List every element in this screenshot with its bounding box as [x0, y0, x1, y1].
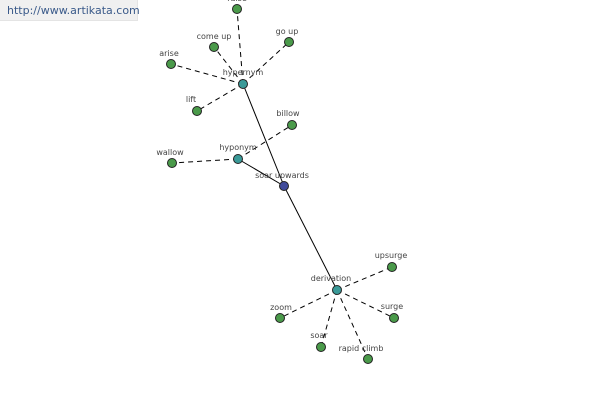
word-node-lift[interactable] — [192, 106, 202, 116]
edge-derivation-to-soar — [320, 289, 338, 348]
word-label-raise[interactable]: raise — [227, 0, 247, 3]
word-label-rapid-climb[interactable]: rapid climb — [339, 344, 384, 353]
word-node-billow[interactable] — [287, 120, 297, 130]
word-node-upsurge[interactable] — [387, 262, 397, 272]
word-node-surge[interactable] — [389, 313, 399, 323]
word-label-zoom[interactable]: zoom — [270, 303, 292, 312]
edge-derivation-to-upsurge — [336, 266, 393, 291]
edge-derivation-to-zoom — [279, 289, 338, 319]
edge-hypernym-to-arise — [170, 63, 244, 85]
word-label-come-up[interactable]: come up — [197, 32, 232, 41]
word-label-lift[interactable]: lift — [186, 95, 196, 104]
relation-label-hypernym[interactable]: hypernym — [223, 68, 264, 77]
edge-root-to-hypernym — [242, 83, 285, 187]
edge-hypernym-to-come-up — [213, 46, 244, 85]
word-label-wallow[interactable]: wallow — [156, 148, 184, 157]
word-node-arise[interactable] — [166, 59, 176, 69]
graph-edges — [170, 8, 395, 360]
graph-nodes — [166, 4, 399, 364]
edge-hypernym-to-go-up — [242, 41, 290, 85]
root-node-soar-upwards[interactable] — [279, 181, 289, 191]
edge-hypernym-to-lift — [196, 83, 244, 112]
edge-hypernym-to-raise — [236, 8, 244, 85]
word-node-come-up[interactable] — [209, 42, 219, 52]
graph-labels: soar upwards hypernym raise come up go up ari… — [156, 0, 407, 353]
edge-root-to-hyponym — [237, 158, 285, 187]
word-node-zoom[interactable] — [275, 313, 285, 323]
relation-node-hypernym[interactable] — [238, 79, 248, 89]
relation-label-derivation[interactable]: derivation — [311, 274, 351, 283]
edge-derivation-to-surge — [336, 289, 395, 319]
site-url-link[interactable]: http://www.artikata.com — [0, 0, 140, 21]
relation-node-derivation[interactable] — [332, 285, 342, 295]
edge-derivation-to-rapid-climb — [336, 289, 369, 360]
relation-label-hyponym[interactable]: hyponym — [219, 143, 257, 152]
edge-root-to-derivation — [283, 185, 338, 291]
edge-hyponym-to-billow — [237, 124, 293, 160]
word-node-wallow[interactable] — [167, 158, 177, 168]
word-node-go-up[interactable] — [284, 37, 294, 47]
root-label[interactable]: soar upwards — [255, 171, 309, 180]
relation-node-hyponym[interactable] — [233, 154, 243, 164]
word-label-go-up[interactable]: go up — [276, 27, 299, 36]
word-node-rapid-climb[interactable] — [363, 354, 373, 364]
word-node-soar[interactable] — [316, 342, 326, 352]
word-label-surge[interactable]: surge — [381, 302, 403, 311]
word-label-soar[interactable]: soar — [310, 331, 328, 340]
word-label-arise[interactable]: arise — [159, 49, 179, 58]
word-label-upsurge[interactable]: upsurge — [375, 251, 408, 260]
edge-hyponym-to-wallow — [171, 158, 239, 164]
word-label-billow[interactable]: billow — [276, 109, 300, 118]
word-node-raise[interactable] — [232, 4, 242, 14]
